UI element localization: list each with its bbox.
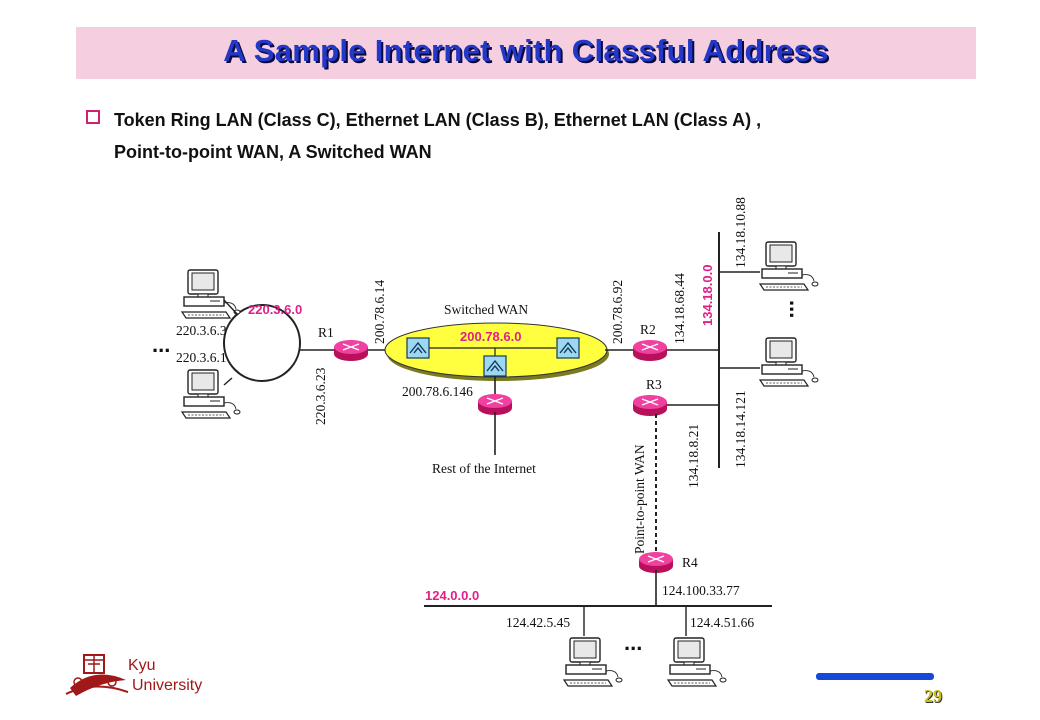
interface-address: 134.18.8.21: [686, 424, 701, 488]
router-icon: [333, 339, 369, 362]
interface-address: 200.78.6.92: [610, 280, 625, 344]
host-address: 134.18.14.121: [733, 390, 748, 468]
ellipsis: ...: [624, 630, 642, 655]
switched-wan-label: Switched WAN: [444, 302, 528, 317]
router-label-r3: R3: [646, 377, 662, 392]
bullet-line-2: Point-to-point WAN, A Switched WAN: [114, 142, 432, 162]
ellipsis: ...: [785, 300, 810, 318]
interface-address: 200.78.6.146: [402, 384, 473, 399]
switch-icon: [483, 355, 507, 377]
router-icon: [477, 393, 513, 416]
footer-accent-bar: [816, 673, 934, 680]
token-ring: [223, 304, 301, 382]
p2p-wan-label: Point-to-point WAN: [632, 444, 647, 554]
title-bar: A Sample Internet with Classful Address: [76, 27, 976, 79]
router-label-r4: R4: [682, 555, 698, 570]
router-icon: [632, 339, 668, 362]
bullet-line-1: Token Ring LAN (Class C), Ethernet LAN (…: [114, 110, 762, 130]
host-address: 134.18.10.88: [733, 197, 748, 268]
page-title: A Sample Internet with Classful Address: [223, 33, 829, 68]
ethernet-a-network-label: 124.0.0.0: [425, 588, 479, 603]
rest-of-internet-label: Rest of the Internet: [432, 461, 536, 476]
bullet-marker: [86, 110, 100, 124]
ellipsis: ...: [152, 332, 170, 357]
switched-wan-network-label: 200.78.6.0: [460, 329, 521, 344]
router-label-r1: R1: [318, 325, 334, 340]
switch-icon: [406, 337, 430, 359]
ethernet-b-network-label: 134.18.0.0: [700, 265, 715, 326]
computer-icon: [667, 637, 727, 687]
computer-icon: [759, 337, 819, 387]
logo-line-1: Kyu: [128, 657, 156, 674]
router-label-r2: R2: [640, 322, 656, 337]
token-ring-network-label: 220.3.6.0: [248, 302, 302, 317]
interface-address: 220.3.6.23: [313, 367, 328, 425]
page-number: 29: [924, 686, 942, 706]
switch-icon: [556, 337, 580, 359]
university-logo-icon: [65, 654, 129, 696]
host-address: 220.3.6.1: [176, 350, 227, 365]
interface-address: 134.18.68.44: [672, 273, 687, 344]
host-address: 124.42.5.45: [506, 615, 570, 630]
interface-address: 124.100.33.77: [662, 583, 740, 598]
host-address: 124.4.51.66: [690, 615, 754, 630]
router-icon: [638, 551, 674, 574]
computer-icon: [181, 269, 241, 319]
logo-line-2: University: [132, 677, 203, 694]
bullet-text: Token Ring LAN (Class C), Ethernet LAN (…: [114, 104, 994, 168]
interface-address: 200.78.6.14: [372, 280, 387, 344]
computer-icon: [563, 637, 623, 687]
router-icon: [632, 394, 668, 417]
university-logo-text: Kyu University: [128, 656, 202, 696]
computer-icon: [759, 241, 819, 291]
computer-icon: [181, 369, 241, 419]
host-address: 220.3.6.3: [176, 323, 227, 338]
